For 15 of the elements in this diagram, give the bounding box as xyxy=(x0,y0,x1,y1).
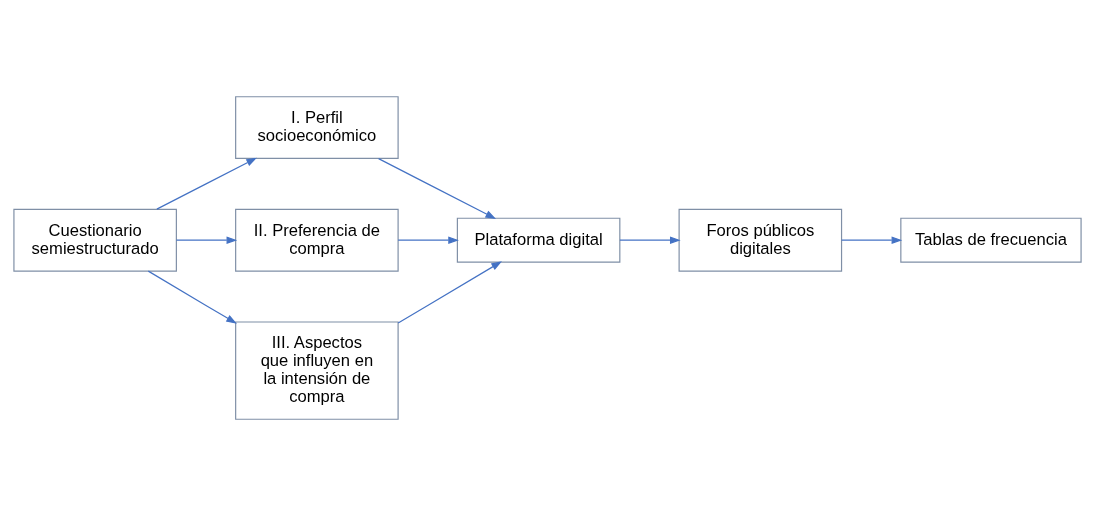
node-box: I. Perfil socioeconómico xyxy=(235,96,399,159)
node-box: Foros públicos digitales xyxy=(678,208,843,272)
arrow xyxy=(397,236,459,244)
arrow xyxy=(147,270,237,324)
arrow xyxy=(619,236,681,244)
node-box: II. Preferencia de compra xyxy=(235,208,399,272)
arrow xyxy=(841,236,903,244)
node-box: Tablas de frecuencia xyxy=(900,217,1082,263)
arrow xyxy=(397,261,502,324)
node-box: III. Aspectos que influyen en la intensión de compra xyxy=(235,321,399,420)
arrow xyxy=(175,236,238,244)
node-box: Cuestionario semiestructurado xyxy=(13,208,177,272)
arrow xyxy=(156,157,257,210)
arrow xyxy=(378,158,497,219)
node-box: Plataforma digital xyxy=(456,217,621,263)
